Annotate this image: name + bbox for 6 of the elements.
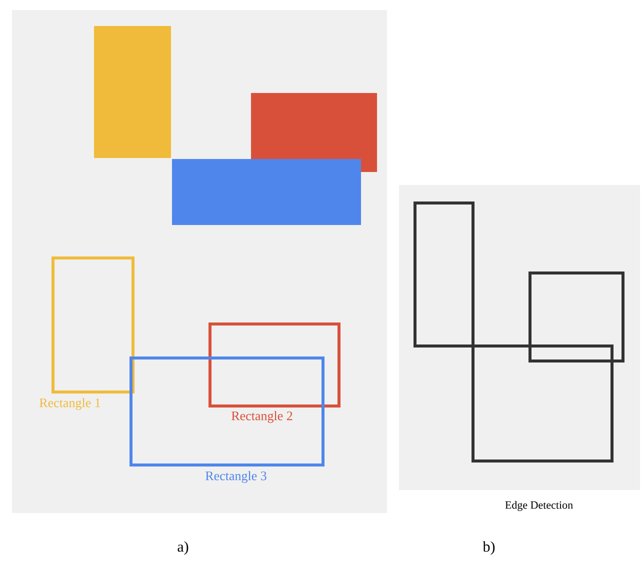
shape-label: Rectangle 1 [40,398,100,410]
shape-label: Rectangle 2 [232,411,292,423]
panel-caption: Edge Detection [505,501,573,511]
panel-label: a) [178,541,188,555]
panel-label: b) [482,541,495,555]
shape-label: Rectangle 3 [206,471,266,483]
